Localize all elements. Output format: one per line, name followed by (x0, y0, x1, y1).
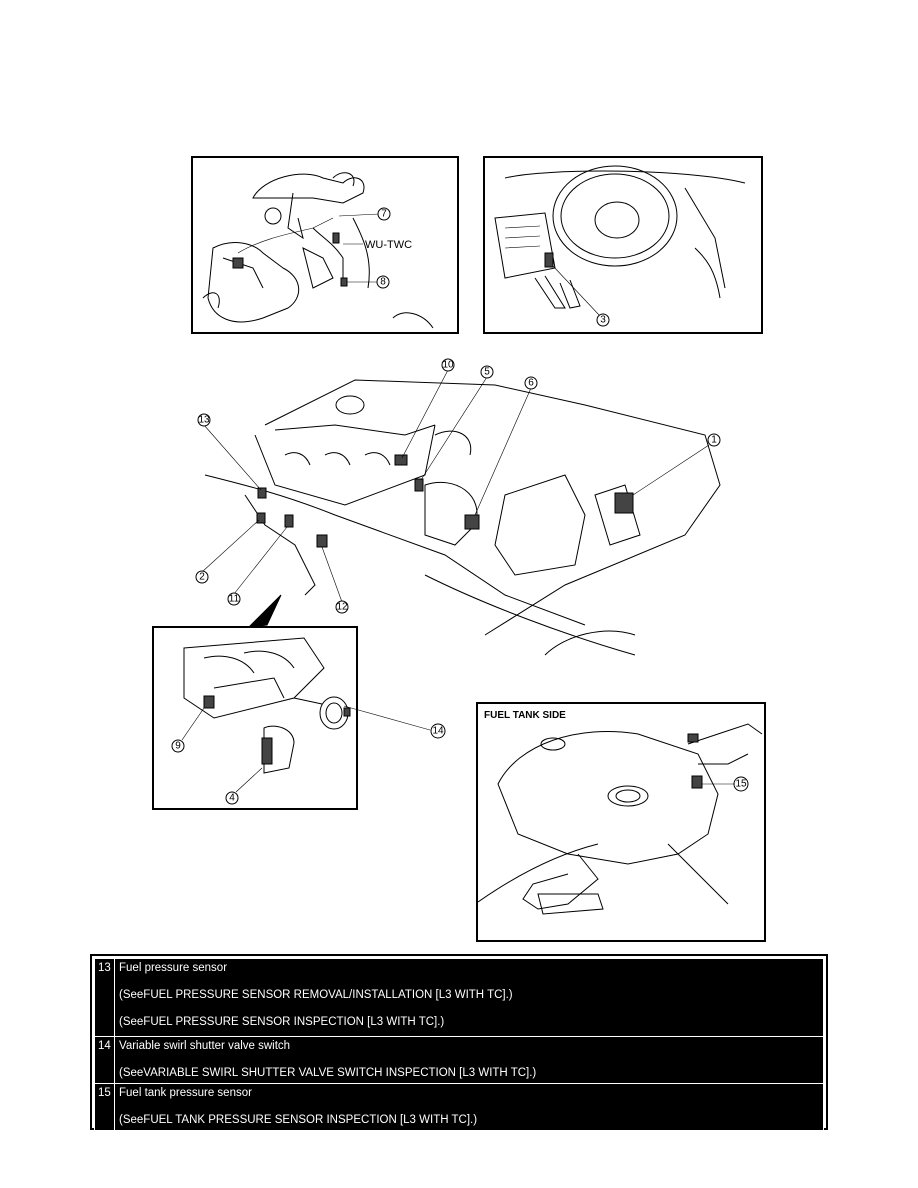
exhaust-detail-diagram: 7 8 WU-TWC (191, 156, 459, 334)
callout-10: 10 (442, 360, 454, 371)
fuel-tank-detail-diagram: FUEL TANK SIDE 15 (476, 702, 766, 942)
reference-link[interactable]: (SeeFUEL PRESSURE SENSOR REMOVAL/INSTALL… (119, 989, 513, 1001)
component-name: Fuel pressure sensor (119, 962, 228, 974)
table-row: 15 Fuel tank pressure sensor (SeeFUEL TA… (94, 1083, 824, 1131)
callout-12: 12 (336, 602, 348, 613)
intake-detail-diagram: 9 4 (152, 626, 358, 810)
callout-3: 3 (600, 315, 606, 326)
component-name: Fuel tank pressure sensor (119, 1087, 252, 1099)
intake-illustration: 9 4 (171, 637, 351, 805)
row-content: Fuel pressure sensor (SeeFUEL PRESSURE S… (114, 958, 824, 1037)
callout-2: 2 (199, 572, 205, 583)
component-legend-table: 13 Fuel pressure sensor (SeeFUEL PRESSUR… (90, 954, 828, 1131)
row-number: 15 (94, 1083, 115, 1131)
row-content: Fuel tank pressure sensor (SeeFUEL TANK … (114, 1083, 824, 1131)
fuel-tank-illustration: 15 (478, 723, 763, 915)
cabin-illustration: 3 (494, 165, 746, 327)
exhaust-illustration: 7 8 WU-TWC (202, 172, 434, 329)
callout-15: 15 (735, 779, 747, 790)
callout-6: 6 (528, 378, 534, 389)
callout-14: 14 (432, 726, 444, 737)
engine-bay-diagram: 10 5 6 1 13 2 11 12 (185, 355, 725, 675)
engine-bay-illustration: 10 5 6 1 13 2 11 12 (195, 358, 721, 656)
wu-twc-label: WU-TWC (365, 239, 412, 251)
table-row: 14 Variable swirl shutter valve switch (… (94, 1036, 824, 1084)
callout-14-wrap: 14 (340, 700, 460, 740)
cabin-detail-diagram: 3 (483, 156, 763, 334)
callout-5: 5 (484, 367, 490, 378)
callout-13: 13 (198, 415, 210, 426)
row-number: 13 (94, 958, 115, 1037)
row-number: 14 (94, 1036, 115, 1084)
callout-7: 7 (381, 209, 387, 220)
callout-4: 4 (229, 793, 235, 804)
component-name: Variable swirl shutter valve switch (119, 1040, 291, 1052)
callout-8: 8 (380, 277, 386, 288)
callout-9: 9 (175, 741, 181, 752)
reference-link[interactable]: (SeeFUEL TANK PRESSURE SENSOR INSPECTION… (119, 1114, 478, 1126)
reference-link[interactable]: (SeeVARIABLE SWIRL SHUTTER VALVE SWITCH … (119, 1067, 537, 1079)
reference-link[interactable]: (SeeFUEL PRESSURE SENSOR INSPECTION [L3 … (119, 1016, 445, 1028)
table-row: 13 Fuel pressure sensor (SeeFUEL PRESSUR… (94, 958, 824, 1037)
callout-11: 11 (229, 594, 240, 605)
row-content: Variable swirl shutter valve switch (See… (114, 1036, 824, 1084)
fuel-tank-side-title: FUEL TANK SIDE (484, 710, 566, 721)
callout-1: 1 (711, 435, 717, 446)
